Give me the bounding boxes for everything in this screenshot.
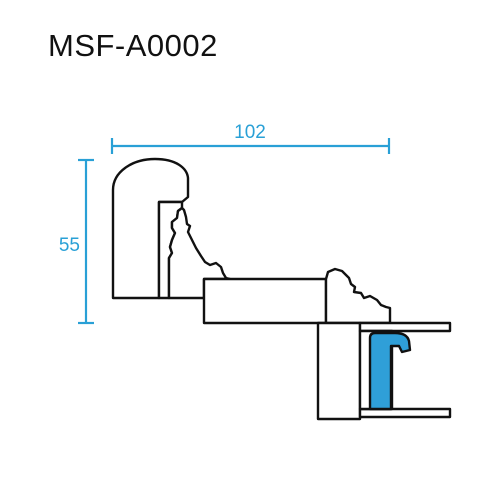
height-dimension: 55 xyxy=(59,158,94,325)
width-dimension: 102 xyxy=(110,122,391,154)
left-moulding xyxy=(111,157,190,300)
frame-profile xyxy=(111,157,452,421)
gasket-insert xyxy=(368,331,412,411)
vertical-wall xyxy=(316,321,362,421)
bottom-flange xyxy=(358,407,452,419)
profile-title: MSF-A0002 xyxy=(48,28,218,63)
ornamental-slope xyxy=(167,206,232,300)
top-flange xyxy=(358,321,452,333)
width-dimension-label: 102 xyxy=(234,122,266,143)
height-dimension-label: 55 xyxy=(59,235,80,256)
horizontal-sill xyxy=(202,277,328,325)
right-ornament xyxy=(324,267,392,325)
